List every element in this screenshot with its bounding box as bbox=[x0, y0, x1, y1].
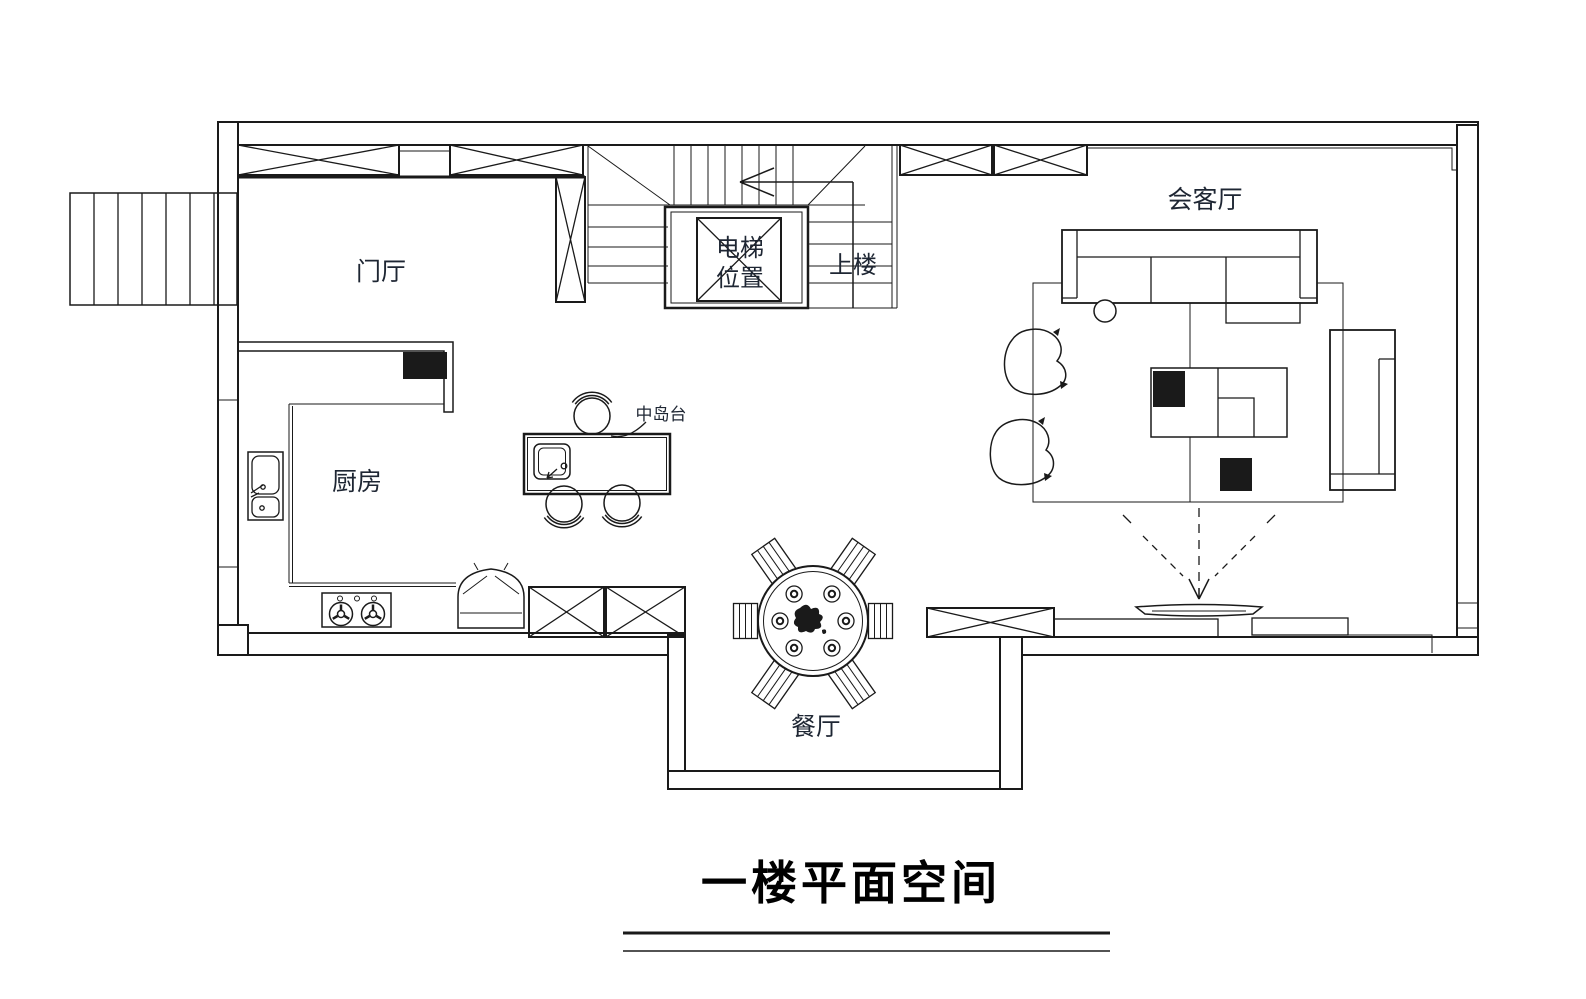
cabinet-box-2 bbox=[449, 144, 584, 176]
bench-right bbox=[1329, 329, 1396, 491]
wall-top bbox=[217, 121, 1479, 146]
kitchen-label: 厨房 bbox=[332, 468, 382, 496]
island-label: 中岛台 bbox=[636, 405, 687, 424]
upstairs-label: 上楼 bbox=[829, 252, 877, 279]
stair-direction-arrow bbox=[739, 167, 854, 308]
exterior-walls bbox=[217, 121, 1479, 790]
place-settings bbox=[771, 585, 855, 657]
island-sink bbox=[533, 443, 571, 480]
dining-chair-left bbox=[732, 602, 759, 640]
bay-wall-left bbox=[667, 634, 686, 790]
bay-wall-bottom bbox=[667, 770, 1023, 790]
braced-column bbox=[555, 176, 586, 303]
base-cabinet-box-2 bbox=[605, 586, 686, 638]
title-block: 一楼平面空间 bbox=[623, 857, 1110, 952]
kitchen-counter-top bbox=[238, 341, 454, 413]
wall-left bbox=[217, 121, 239, 656]
burner-right bbox=[360, 601, 386, 627]
fridge bbox=[403, 352, 447, 379]
dining-chair-right bbox=[867, 602, 894, 640]
elevator-label-line1: 电梯 bbox=[716, 235, 764, 262]
top-cabinet-boxes bbox=[237, 144, 1088, 179]
stair-side-rails bbox=[587, 145, 898, 308]
ledge-3 bbox=[1348, 634, 1433, 653]
cabinet-box-4 bbox=[993, 144, 1088, 176]
bar-stool-bottom-right bbox=[601, 484, 643, 528]
stair-treads-top bbox=[673, 145, 794, 205]
stair-winder-diagonals bbox=[587, 145, 866, 206]
foyer-label: 门厅 bbox=[356, 258, 406, 286]
dining-set bbox=[732, 537, 894, 710]
kitchen-sink bbox=[247, 451, 284, 521]
living-room-label: 会客厅 bbox=[1167, 186, 1242, 214]
bottom-ledges bbox=[926, 607, 1433, 653]
sofa-chaise bbox=[1225, 302, 1301, 324]
table-centerpiece bbox=[793, 604, 827, 634]
corner-cabinet bbox=[457, 562, 525, 629]
corner-pier bbox=[217, 624, 249, 656]
elevator-shaft: 电梯 位置 bbox=[663, 205, 810, 310]
kitchen-counter-edge-bottom bbox=[289, 582, 456, 587]
ledge-1 bbox=[1053, 618, 1219, 638]
wall-bottom-right bbox=[999, 636, 1479, 656]
dining-label: 餐厅 bbox=[791, 713, 841, 741]
island-leader-line bbox=[610, 421, 647, 438]
stair-treads-right bbox=[808, 221, 897, 309]
dish-platter bbox=[1134, 603, 1264, 617]
living-zone-boundary bbox=[1032, 282, 1344, 503]
wall-joints-right bbox=[1457, 602, 1478, 629]
elevator-label-line2: 位置 bbox=[716, 265, 764, 292]
bar-stool-bottom-left bbox=[543, 485, 585, 529]
stove bbox=[321, 592, 392, 628]
floor-cushion bbox=[1220, 458, 1252, 491]
bar-stool-top bbox=[571, 391, 613, 435]
burner-left bbox=[328, 601, 354, 627]
cabinet-box-3 bbox=[899, 144, 993, 176]
side-table bbox=[1093, 299, 1117, 323]
center-island: 中岛台 bbox=[522, 391, 687, 529]
coffee-table bbox=[1150, 367, 1288, 438]
staircase: 电梯 位置 上楼 bbox=[587, 145, 898, 310]
kitchen-counter-edge-left bbox=[288, 403, 444, 583]
coffee-table-tray bbox=[1153, 371, 1185, 407]
stair-treads-left bbox=[588, 226, 668, 284]
base-cabinet-box-1 bbox=[528, 586, 605, 638]
drawing-title: 一楼平面空间 bbox=[701, 857, 1001, 909]
living-room: 会客厅 bbox=[989, 186, 1396, 503]
armchair-upper bbox=[1003, 328, 1068, 395]
ledge-2 bbox=[1251, 617, 1349, 636]
sofa bbox=[1061, 229, 1318, 324]
bay-wall-right bbox=[999, 636, 1023, 790]
wall-right bbox=[1456, 124, 1479, 656]
wall-inner-line-topright bbox=[1087, 147, 1457, 171]
kitchen: 中岛台 bbox=[238, 341, 687, 638]
cabinet-box-1 bbox=[237, 144, 400, 176]
focal-arrow bbox=[1122, 508, 1276, 600]
exterior-steps bbox=[69, 192, 238, 306]
armchair-lower bbox=[989, 417, 1055, 486]
